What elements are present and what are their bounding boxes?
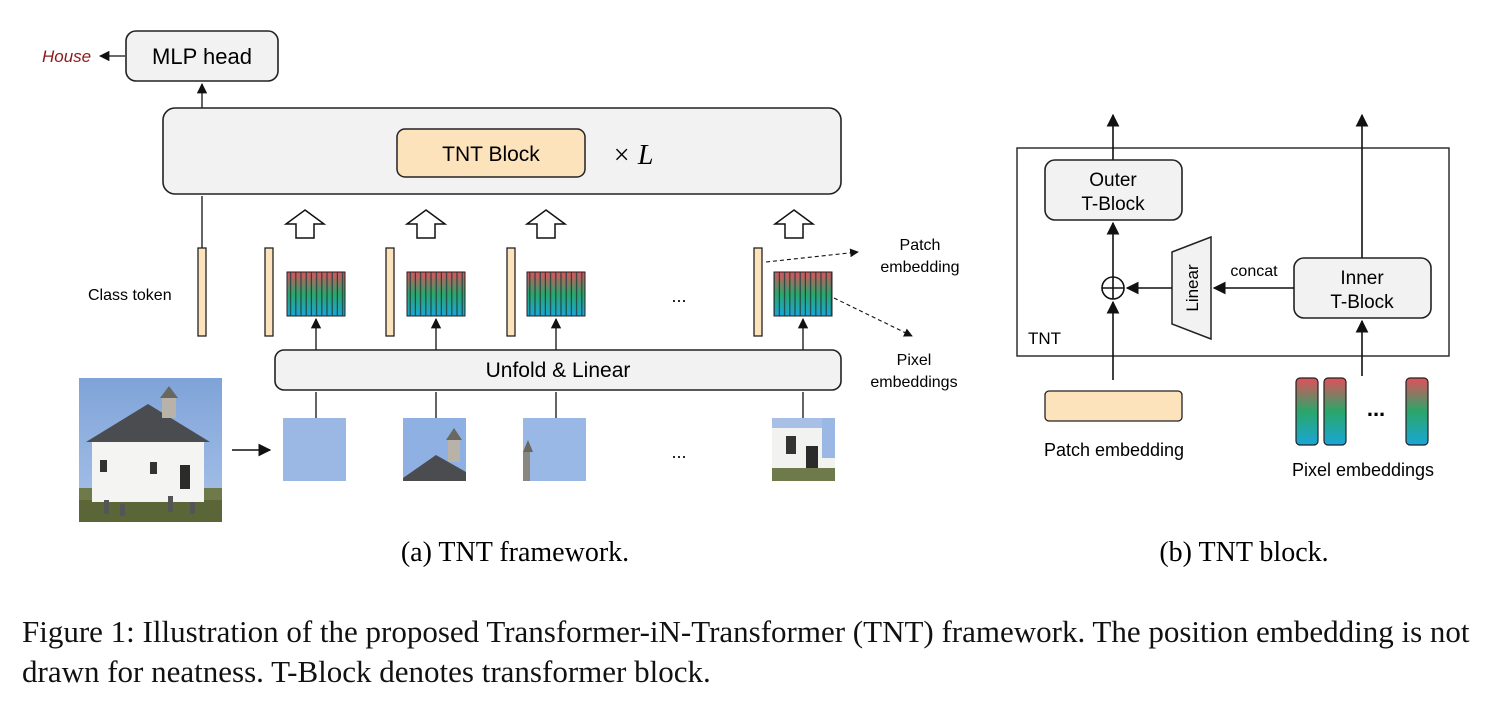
- unfold-linear-label: Unfold & Linear: [486, 359, 631, 382]
- hollow-up-arrows: [283, 209, 816, 239]
- concat-label: concat: [1230, 263, 1278, 280]
- pixel-embeddings-label-line2: embeddings: [870, 374, 957, 391]
- patch-token-3: [506, 247, 516, 337]
- patch-embedding-label-line2: embedding: [880, 259, 959, 276]
- unfold-linear-box: [274, 349, 842, 391]
- class-token-label: Class token: [88, 287, 172, 304]
- pixel-embeddings-label-line1: Pixel: [897, 352, 932, 369]
- framework-caption: (a) TNT framework.: [401, 537, 629, 568]
- image-patch-4: [772, 418, 835, 481]
- patch-token-4: [753, 247, 763, 337]
- ellipsis-patches: ...: [671, 442, 686, 462]
- pixel-embedding-input-2: [1323, 377, 1347, 446]
- up-arrow-4: [772, 209, 816, 239]
- image-patch-2: [403, 418, 466, 481]
- repeat-count-label: × L: [612, 140, 653, 171]
- tnt-frame-label: TNT: [1028, 329, 1061, 348]
- outer-t-block-box: [1044, 159, 1183, 221]
- patch-embedding-input: [1044, 390, 1183, 422]
- tnt-framework-panel: House MLP head TNT Block × L Class token: [42, 30, 960, 568]
- pixel-inputs-ellipsis: ...: [1367, 396, 1385, 421]
- outer-t-block-line1: Outer: [1089, 170, 1137, 191]
- pixel-embedding-3: [526, 271, 586, 317]
- tnt-block-box: [396, 128, 586, 178]
- pixel-embedding-input-1: [1295, 377, 1319, 446]
- up-arrow-3: [524, 209, 568, 239]
- patch-token-1: [264, 247, 274, 337]
- tnt-block-panel: TNT Outer T-Block Inner T-Block Linear c…: [1016, 113, 1450, 568]
- pixel-embedding-1: [286, 271, 346, 317]
- linear-projection-box: [1171, 235, 1212, 341]
- output-class-label: House: [42, 47, 91, 66]
- image-patch-3: [523, 418, 586, 481]
- up-arrow-2: [404, 209, 448, 239]
- class-token: [197, 247, 207, 337]
- inner-t-block-line1: Inner: [1340, 268, 1384, 289]
- outer-t-block-line2: T-Block: [1081, 194, 1145, 215]
- pixel-embeddings-input-label: Pixel embeddings: [1292, 460, 1434, 480]
- pixel-embedding-2: [406, 271, 466, 317]
- up-arrow-1: [283, 209, 327, 239]
- pixel-embedding-input-3: [1405, 377, 1429, 446]
- patch-embedding-label-line1: Patch: [900, 237, 941, 254]
- patch-embedding-callout: [765, 248, 859, 263]
- mlp-head-box: [125, 30, 279, 82]
- block-caption: (b) TNT block.: [1159, 537, 1328, 568]
- pixel-embedding-callout: [833, 297, 913, 337]
- patch-embedding-input-label: Patch embedding: [1044, 440, 1184, 460]
- mlp-head-label: MLP head: [152, 44, 252, 69]
- sum-node-icon: [1101, 276, 1125, 300]
- tnt-figure: House MLP head TNT Block × L Class token: [42, 30, 1450, 568]
- patch-token-2: [385, 247, 395, 337]
- inner-t-block-line2: T-Block: [1330, 292, 1394, 313]
- pixel-embedding-4: [773, 271, 833, 317]
- figure-caption: Figure 1: Illustration of the proposed T…: [22, 614, 1470, 689]
- input-image: [79, 378, 222, 522]
- linear-label: Linear: [1183, 264, 1202, 312]
- image-patch-1: [283, 418, 346, 481]
- tnt-block-label: TNT Block: [442, 143, 540, 166]
- ellipsis-embeddings: ...: [671, 286, 686, 306]
